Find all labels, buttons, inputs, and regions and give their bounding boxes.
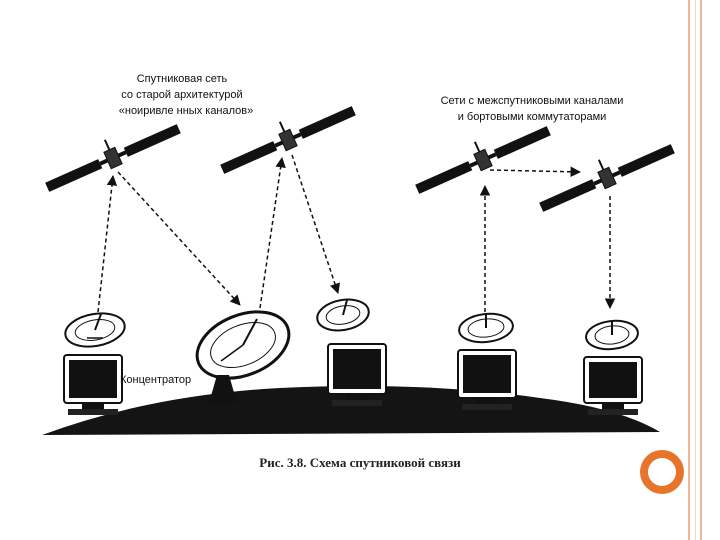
link-arrow xyxy=(97,174,118,313)
hub-label: Концентратор xyxy=(120,374,191,386)
monitor-icon xyxy=(457,349,517,410)
dish-icon xyxy=(585,319,639,351)
slide-border-inner xyxy=(695,0,696,540)
monitor-icon xyxy=(63,354,123,415)
satellite-icon xyxy=(539,144,675,212)
label-left-line-1: Спутниковая сеть xyxy=(137,73,228,85)
satellite-icon xyxy=(45,124,181,192)
hub-dish-icon xyxy=(195,310,291,403)
satellite-icon xyxy=(415,126,551,194)
figure-caption: Рис. 3.8. Схема спутниковой связи xyxy=(259,455,461,470)
label-left-line-2: со старой архитектурой xyxy=(121,89,242,101)
dish-icon xyxy=(316,298,370,332)
label-right-line-1: Сети с межспутниковыми каналами xyxy=(441,95,624,107)
satellite-icon xyxy=(220,106,356,174)
dish-icon xyxy=(458,312,514,344)
dish-icon xyxy=(64,312,126,348)
label-right-line-2: и бортовыми коммутаторами xyxy=(458,111,607,123)
label-left-line-3: «ноиривле нных каналов» xyxy=(119,105,254,117)
accent-circle-inner xyxy=(648,458,676,486)
slide-border xyxy=(688,0,702,540)
link-arrow xyxy=(259,156,286,309)
link-arrow xyxy=(291,154,340,294)
monitor-icon xyxy=(327,343,387,406)
link-arrow xyxy=(489,166,582,178)
monitor-icon xyxy=(583,356,643,415)
link-arrow xyxy=(117,171,241,306)
